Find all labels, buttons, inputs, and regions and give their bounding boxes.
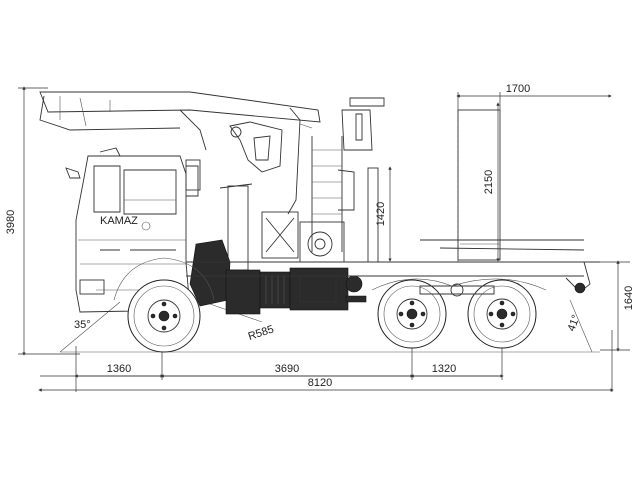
rear-wheel [467,279,537,349]
dim-bunk-height: 1420 [375,202,387,226]
dim-radius: R585 [247,323,276,343]
dim-wheelbase: 3690 [275,363,299,375]
crane-boom [39,91,385,263]
cab-logo: KAMAZ [100,215,138,227]
dim-frame-height: 1640 [623,286,635,310]
dim-bogie-spacing: 1320 [432,363,456,375]
chassis-equipment [186,183,600,315]
dim-front-overhang: 1360 [107,363,131,375]
dim-support-height: 2150 [483,170,495,194]
dim-support-width: 1700 [506,83,530,95]
dim-approach-angle: 35° [74,319,91,331]
dim-overall-height: 3980 [5,210,17,234]
dim-overall-length: 8120 [308,377,332,389]
rear-suspension [371,278,547,297]
dim-departure-angle: 41° [566,313,583,333]
front-wheel [113,257,215,353]
log-bunk [367,109,585,263]
middle-wheel [377,279,447,349]
